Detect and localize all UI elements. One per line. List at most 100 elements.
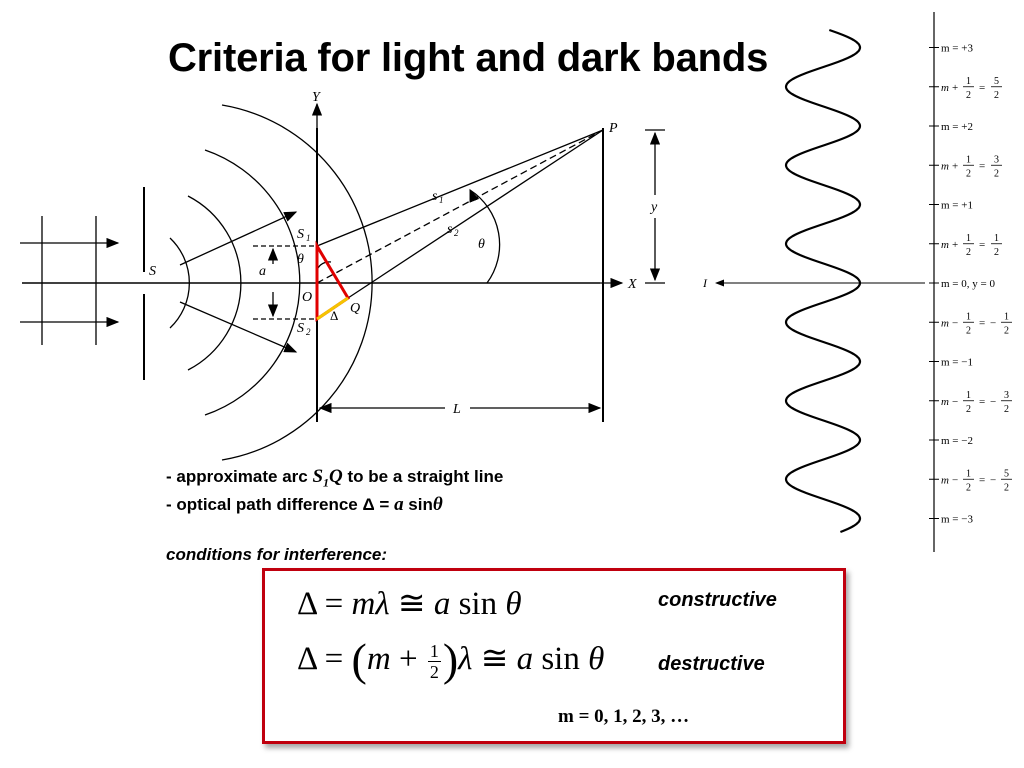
label-s: S bbox=[149, 264, 156, 279]
ray-to-s2 bbox=[179, 301, 298, 353]
note-text: sin bbox=[403, 495, 433, 514]
half-order-rhs-sign: − bbox=[990, 317, 996, 329]
wavefront-arc bbox=[187, 195, 242, 371]
half-order-sign: + bbox=[952, 160, 958, 172]
label-p: P bbox=[608, 121, 618, 136]
half-order-rhs-num: 3 bbox=[994, 154, 999, 165]
half-order-sign: + bbox=[952, 82, 958, 94]
label-y-dim: y bbox=[649, 200, 658, 215]
half-order-sign: − bbox=[952, 317, 958, 329]
half-order-m: m bbox=[941, 317, 949, 329]
label-x-axis: X bbox=[627, 277, 637, 292]
note-var: S bbox=[312, 466, 324, 487]
half-order-m: m bbox=[941, 82, 949, 94]
label-y-axis: Y bbox=[312, 90, 322, 105]
half-order-num: 1 bbox=[966, 76, 971, 87]
label-a: a bbox=[259, 264, 266, 279]
half-order-rhs-den: 2 bbox=[994, 90, 999, 101]
label-l: L bbox=[452, 402, 461, 417]
destructive-label: destructive bbox=[658, 653, 765, 675]
label-s1: S bbox=[297, 227, 304, 242]
half-order-den: 2 bbox=[966, 90, 971, 101]
half-order-sign: + bbox=[952, 239, 958, 251]
half-order-den: 2 bbox=[966, 325, 971, 336]
note-delta: Δ = bbox=[362, 495, 395, 514]
note-text: - optical path difference bbox=[166, 495, 363, 514]
half-order-rhs-num: 5 bbox=[1004, 468, 1009, 479]
intensity-curve bbox=[784, 28, 862, 534]
wavefront-arc bbox=[169, 237, 190, 329]
half-order-rhs-sign: − bbox=[990, 474, 996, 486]
order-label: m = 0, y = 0 bbox=[941, 278, 995, 290]
half-order-eq: = bbox=[979, 82, 985, 94]
note-var: Q bbox=[329, 466, 343, 487]
half-order-rhs-num: 3 bbox=[1004, 390, 1009, 401]
center-line-dashed bbox=[316, 129, 604, 284]
note-var: θ bbox=[432, 494, 443, 515]
half-order-rhs-num: 1 bbox=[994, 233, 999, 244]
half-order-eq: = bbox=[979, 160, 985, 172]
note-var: a bbox=[394, 494, 404, 515]
half-order-num: 1 bbox=[966, 154, 971, 165]
note-text: to be a straight line bbox=[342, 467, 504, 486]
delta-segment-highlight bbox=[316, 296, 349, 321]
half-order-m: m bbox=[941, 160, 949, 172]
half-order-eq: = bbox=[979, 239, 985, 251]
half-order-rhs-sign: − bbox=[990, 396, 996, 408]
half-order-sign: − bbox=[952, 396, 958, 408]
half-order-m: m bbox=[941, 474, 949, 486]
label-s2-sub: 2 bbox=[306, 327, 311, 337]
label-s1-path: s bbox=[432, 189, 438, 204]
order-label: m = +3 bbox=[941, 43, 973, 55]
half-order-num: 1 bbox=[966, 233, 971, 244]
half-order-eq: = bbox=[979, 317, 985, 329]
half-order-num: 1 bbox=[966, 311, 971, 322]
label-s1-path-sub: 1 bbox=[439, 195, 444, 205]
note-text: - approximate arc bbox=[166, 467, 313, 486]
half-order-m: m bbox=[941, 396, 949, 408]
m-values: m = 0, 1, 2, 3, … bbox=[558, 706, 690, 727]
constructive-equation: Δ = mλ ≅ a sin θ bbox=[297, 586, 522, 622]
half-order-eq: = bbox=[979, 396, 985, 408]
half-order-sign: − bbox=[952, 474, 958, 486]
label-theta-left: θ bbox=[297, 252, 304, 267]
half-order-rhs-den: 2 bbox=[1004, 482, 1009, 493]
note-sub: 1 bbox=[323, 475, 330, 490]
wavefront-arc bbox=[204, 149, 301, 416]
label-theta-right: θ bbox=[478, 237, 485, 252]
path-s2-upper bbox=[347, 129, 604, 299]
label-s2: S bbox=[297, 321, 304, 336]
label-s1-sub: 1 bbox=[306, 233, 311, 243]
label-q: Q bbox=[350, 301, 360, 316]
order-label: m = −1 bbox=[941, 357, 973, 369]
intensity-label: I bbox=[702, 276, 708, 290]
constructive-label: constructive bbox=[658, 589, 777, 611]
slide-title: Criteria for light and dark bands bbox=[168, 36, 769, 80]
half-order-rhs-num: 1 bbox=[1004, 311, 1009, 322]
label-s2-path: s bbox=[447, 222, 453, 237]
half-order-num: 1 bbox=[966, 468, 971, 479]
half-order-rhs-den: 2 bbox=[1004, 404, 1009, 415]
order-label: m = −3 bbox=[941, 514, 973, 526]
half-order-num: 1 bbox=[966, 390, 971, 401]
label-delta: Δ bbox=[330, 308, 338, 323]
ray-to-s1 bbox=[179, 211, 298, 266]
half-order-eq: = bbox=[979, 474, 985, 486]
note-approximate-arc: - approximate arc S1Q to be a straight l… bbox=[166, 466, 503, 490]
half-order-rhs-den: 2 bbox=[994, 168, 999, 179]
half-order-den: 2 bbox=[966, 404, 971, 415]
label-o: O bbox=[302, 290, 312, 305]
conditions-heading: conditions for interference: bbox=[166, 545, 388, 564]
theta-arc-right bbox=[469, 189, 501, 284]
order-label: m = +2 bbox=[941, 121, 973, 133]
path-s1 bbox=[316, 129, 604, 247]
half-order-den: 2 bbox=[966, 247, 971, 258]
theta-arc-arrow bbox=[469, 188, 480, 203]
half-order-m: m bbox=[941, 239, 949, 251]
half-order-rhs-den: 2 bbox=[994, 247, 999, 258]
order-label: m = −2 bbox=[941, 435, 973, 447]
order-label: m = +1 bbox=[941, 200, 973, 212]
